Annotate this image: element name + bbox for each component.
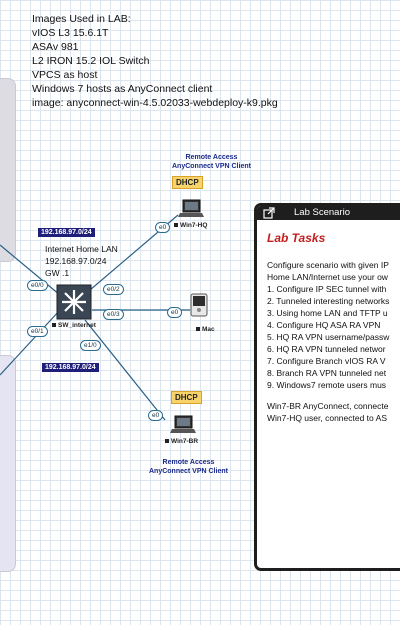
vpn-label: Remote Access AnyConnect VPN Client bbox=[172, 153, 251, 171]
lan-note-line: GW .1 bbox=[45, 268, 70, 278]
note-line: image: anyconnect-win-4.5.02033-webdeplo… bbox=[32, 97, 278, 109]
left-panel-top bbox=[0, 78, 16, 262]
host-label-win7hq: Win7-HQ bbox=[174, 222, 207, 229]
lab-summary: Win7-BR AnyConnect, connecte Win7-HQ use… bbox=[267, 400, 400, 424]
note-line: vIOS L3 15.6.1T bbox=[32, 27, 109, 39]
interface-label: e1/0 bbox=[80, 340, 101, 351]
mac-icon[interactable] bbox=[190, 293, 208, 317]
task-item: 1. Configure IP SEC tunnel with bbox=[267, 284, 387, 294]
network-ip-label: 192.168.97.0/24 bbox=[38, 228, 95, 237]
interface-label: e0/0 bbox=[27, 280, 48, 291]
summary-line: Win7-BR AnyConnect, connecte bbox=[267, 401, 389, 411]
lab-tasks-heading: Lab Tasks bbox=[267, 231, 326, 245]
link-switch-left-bottom bbox=[0, 309, 61, 376]
interface-label: e0 bbox=[155, 222, 171, 233]
task-item: 9. Windows7 remote users mus bbox=[267, 380, 387, 390]
vpn-label-line: AnyConnect VPN Client bbox=[149, 468, 228, 475]
task-item: 6. HQ RA VPN tunneled networ bbox=[267, 344, 386, 354]
lab-intro: Configure scenario with given IP Home LA… bbox=[267, 259, 400, 391]
intro-line: Configure scenario with given IP bbox=[267, 260, 389, 270]
left-panel-bottom bbox=[0, 355, 16, 572]
images-used-note: Images Used in LAB: vIOS L3 15.6.1T ASAv… bbox=[32, 12, 278, 110]
lab-panel-titlebar[interactable]: Lab Scenario bbox=[257, 206, 400, 220]
task-item: 4. Configure HQ ASA RA VPN bbox=[267, 320, 381, 330]
network-ip-label: 192.168.97.0/24 bbox=[42, 363, 99, 372]
interface-label: e0/1 bbox=[27, 326, 48, 337]
switch-icon[interactable] bbox=[56, 284, 92, 320]
task-item: 7. Configure Branch vIOS RA V bbox=[267, 356, 386, 366]
dhcp-badge: DHCP bbox=[172, 176, 203, 189]
note-line: VPCS as host bbox=[32, 69, 98, 81]
summary-line: Win7-HQ user, connected to AS bbox=[267, 413, 388, 423]
vpn-label: Remote Access AnyConnect VPN Client bbox=[149, 458, 228, 476]
interface-label: e0/3 bbox=[103, 309, 124, 320]
host-label-win7br: Win7-BR bbox=[165, 438, 198, 445]
external-link-icon[interactable] bbox=[263, 207, 275, 219]
switch-label: SW_internet bbox=[52, 322, 96, 329]
interface-label: e0/2 bbox=[103, 284, 124, 295]
laptop-icon[interactable] bbox=[170, 415, 196, 437]
vpn-label-line: Remote Access bbox=[162, 459, 215, 466]
interface-label: e0 bbox=[167, 307, 183, 318]
link-switch-left-top bbox=[0, 244, 61, 296]
lan-note: Internet Home LAN 192.168.97.0/24 GW .1 bbox=[45, 243, 118, 279]
note-line: Images Used in LAB: bbox=[32, 13, 131, 25]
lab-scenario-panel[interactable]: Lab Scenario Lab Tasks Configure scenari… bbox=[254, 203, 400, 571]
dhcp-badge: DHCP bbox=[171, 391, 202, 404]
task-item: 8. Branch RA VPN tunneled net bbox=[267, 368, 387, 378]
vpn-label-line: Remote Access bbox=[185, 154, 238, 161]
lan-note-line: Internet Home LAN bbox=[45, 244, 118, 254]
lan-note-line: 192.168.97.0/24 bbox=[45, 256, 107, 266]
lab-panel-title: Lab Scenario bbox=[294, 207, 350, 218]
laptop-icon[interactable] bbox=[178, 199, 204, 221]
host-label-mac: Mac bbox=[196, 326, 215, 333]
interface-label: e0 bbox=[148, 410, 164, 421]
task-item: 5. HQ RA VPN username/passw bbox=[267, 332, 390, 342]
note-line: Windows 7 hosts as AnyConnect client bbox=[32, 83, 213, 95]
vpn-label-line: AnyConnect VPN Client bbox=[172, 163, 251, 170]
link-switch-win7br bbox=[84, 319, 166, 421]
intro-line: Home LAN/Internet use your ow bbox=[267, 272, 388, 282]
task-item: 2. Tunneled interesting networks bbox=[267, 296, 390, 306]
note-line: L2 IRON 15.2 IOL Switch bbox=[32, 55, 150, 67]
note-line: ASAv 981 bbox=[32, 41, 79, 53]
task-item: 3. Using home LAN and TFTP u bbox=[267, 308, 388, 318]
